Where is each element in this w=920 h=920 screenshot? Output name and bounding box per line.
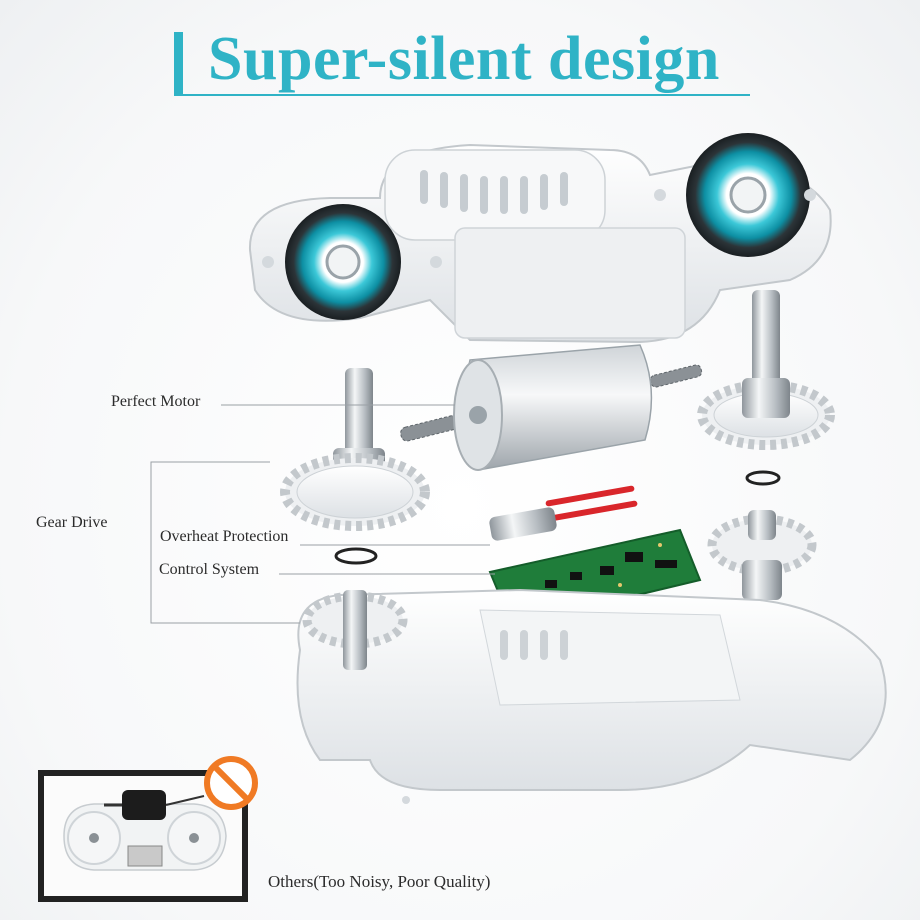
right-lower-gear (707, 510, 817, 600)
bottom-housing (296, 588, 887, 804)
label-control-system: Control System (159, 561, 260, 578)
overheat-sensor (489, 485, 638, 541)
header: Super-silent design (168, 18, 750, 96)
right-gear-shaft (697, 290, 835, 486)
label-others: Others(Too Noisy, Poor Quality) (268, 872, 491, 891)
top-cover (248, 133, 832, 344)
left-gear-shaft (280, 368, 430, 531)
motor (400, 344, 703, 471)
label-perfect-motor: Perfect Motor (111, 393, 201, 410)
no-entry-icon (204, 756, 258, 810)
page-title: Super-silent design (208, 25, 720, 93)
title-underline (174, 94, 750, 96)
callout-lines (150, 404, 495, 624)
title-accent-bar (174, 32, 183, 94)
washer (334, 547, 378, 565)
label-overheat-protection: Overheat Protection (160, 528, 289, 545)
label-gear-drive: Gear Drive (36, 514, 108, 531)
